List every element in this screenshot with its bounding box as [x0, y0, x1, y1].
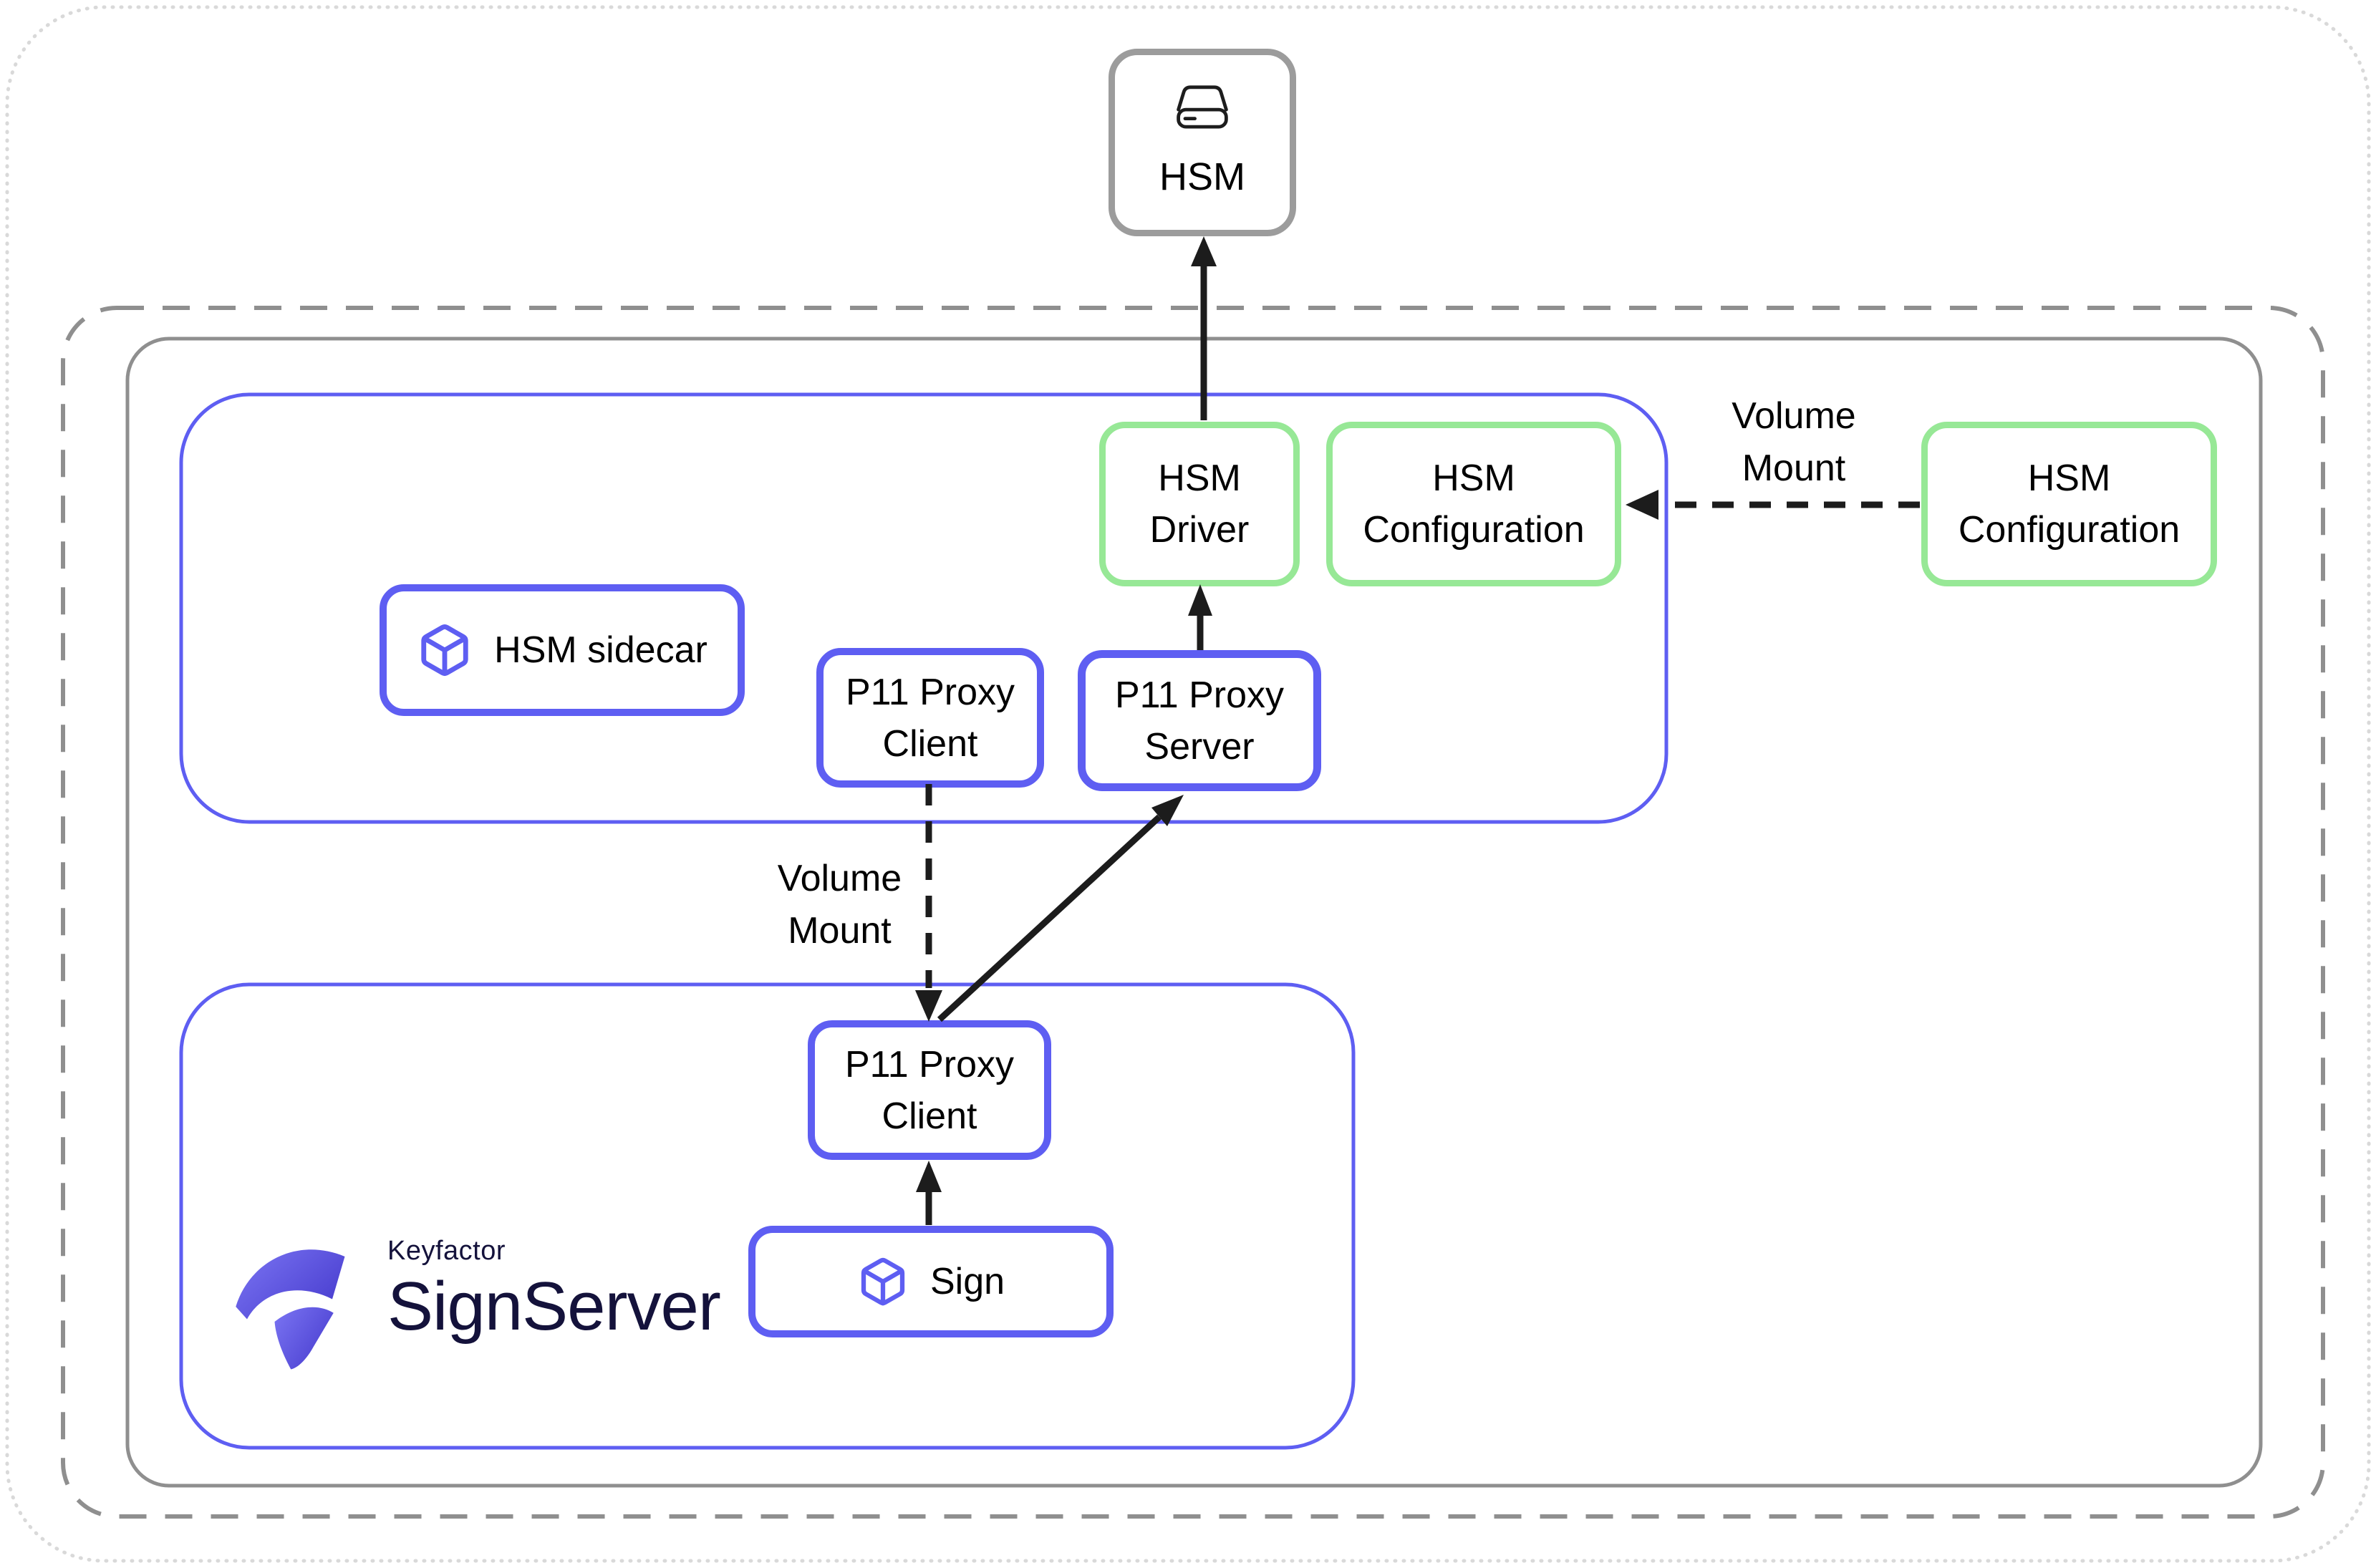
node-p11-proxy-server-line1: P11 Proxy	[1114, 674, 1285, 716]
pod-signserver-boundary	[179, 982, 1356, 1450]
node-p11-proxy-server: P11 Proxy Server	[1078, 650, 1321, 791]
node-p11-proxy-client-sidecar-line1: P11 Proxy	[845, 671, 1015, 713]
cluster-dashed-boundary	[61, 306, 2325, 1519]
cluster-outer-dotted-boundary	[5, 5, 2371, 1563]
logo-product-text: SignServer	[387, 1268, 721, 1345]
edge-label-volume-mount-external-line1: Volume	[1732, 395, 1856, 437]
keyfactor-logo-icon	[236, 1249, 345, 1370]
node-hsm-configuration-external-line1: HSM	[2027, 458, 2111, 499]
node-hsm-driver-label-line2: Driver	[1149, 509, 1250, 551]
node-p11-proxy-client-signserver-line1: P11 Proxy	[844, 1043, 1015, 1085]
node-p11-proxy-client-sidecar-line2: Client	[882, 722, 978, 765]
keyfactor-signserver-logo: Keyfactor SignServer	[232, 1233, 721, 1375]
edge-label-volume-mount-internal-line2: Mount	[788, 910, 892, 952]
node-hsm-sidecar-text: HSM sidecar	[494, 629, 708, 671]
node-hsm: HSM	[1109, 49, 1296, 236]
node-p11-proxy-server-line2: Server	[1144, 725, 1255, 768]
node-hsm-configuration-pod-line1: HSM	[1432, 458, 1515, 499]
hard-drive-icon	[1177, 85, 1228, 129]
node-hsm-configuration-pod: HSM Configuration	[1326, 422, 1621, 586]
node-sign: Sign	[748, 1226, 1114, 1337]
node-hsm-sidecar-label: HSM sidecar	[380, 584, 745, 716]
pod-hsm-sidecar-boundary	[179, 392, 1668, 824]
node-hsm-label: HSM	[1159, 155, 1245, 198]
node-hsm-configuration-external: HSM Configuration	[1921, 422, 2217, 586]
edge-label-volume-mount-internal-line1: Volume	[777, 858, 902, 899]
node-sign-label: Sign	[929, 1261, 1005, 1302]
edge-label-volume-mount-external-line2: Mount	[1742, 447, 1846, 489]
node-p11-proxy-client-signserver-line2: Client	[882, 1095, 977, 1137]
cube-icon	[861, 1257, 905, 1306]
cluster-node-boundary	[125, 337, 2263, 1488]
node-hsm-configuration-external-line2: Configuration	[1958, 509, 2181, 551]
node-hsm-driver: HSM Driver	[1099, 422, 1300, 586]
edge-label-volume-mount-internal: Volume Mount	[716, 853, 963, 957]
edge-label-volume-mount-external: Volume Mount	[1668, 390, 1919, 495]
node-hsm-configuration-pod-line2: Configuration	[1363, 509, 1585, 551]
logo-company-text: Keyfactor	[387, 1236, 506, 1266]
node-p11-proxy-client-sidecar: P11 Proxy Client	[816, 648, 1044, 788]
node-p11-proxy-client-signserver: P11 Proxy Client	[808, 1020, 1051, 1160]
cube-icon	[421, 624, 468, 677]
node-hsm-driver-label-line1: HSM	[1158, 458, 1241, 499]
